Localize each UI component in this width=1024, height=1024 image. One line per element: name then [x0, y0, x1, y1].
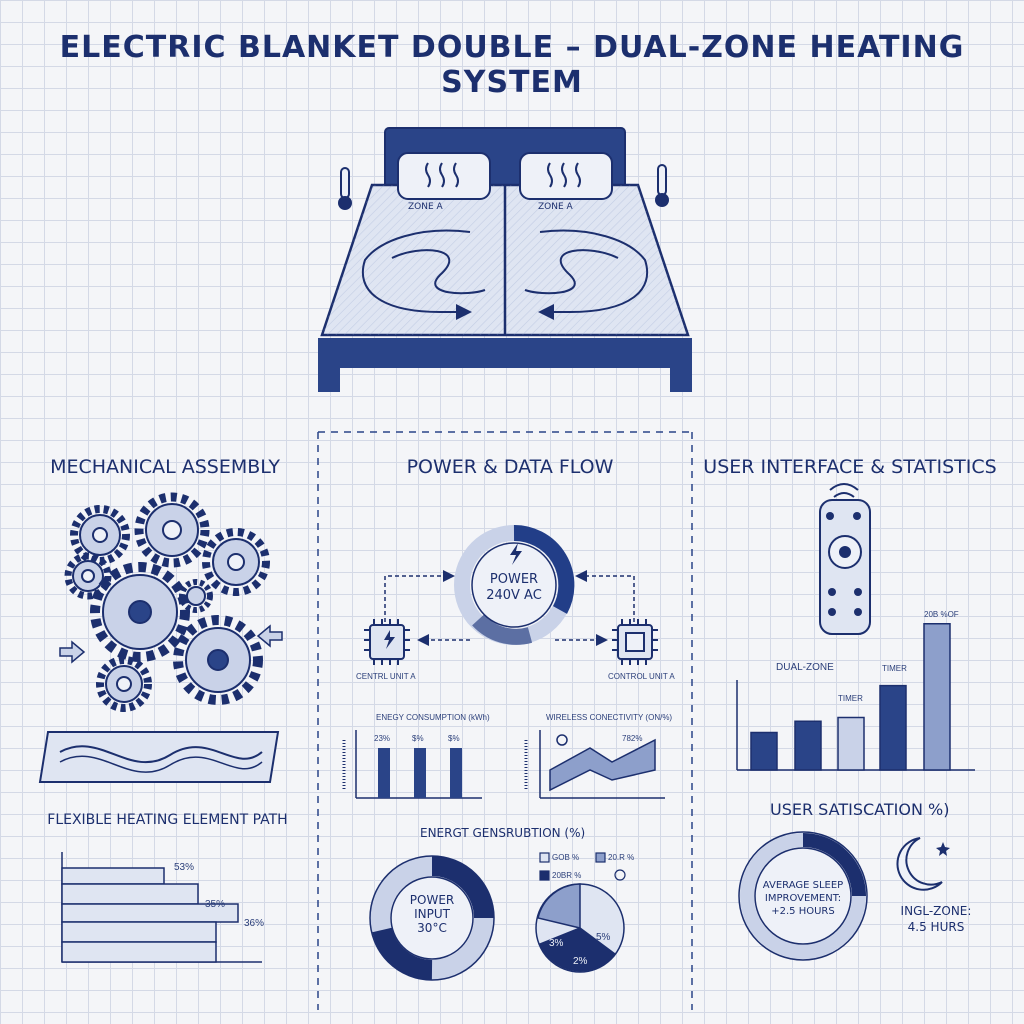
- donut-line2: INPUT: [414, 907, 450, 921]
- satisfaction-ring: [738, 831, 868, 961]
- single-zone-line2: 4.5 HURS: [907, 920, 965, 934]
- power-input-donut: [369, 855, 495, 981]
- chip-icons: [364, 619, 658, 665]
- control-unit-right-label: CONTROL UNIT A: [608, 672, 675, 681]
- page-title: ELECTRIC BLANKET DOUBLE – DUAL-ZONE HEAT…: [59, 30, 965, 100]
- wireless-chart: [524, 730, 665, 799]
- donut-line1: POWER: [409, 893, 455, 907]
- mechanical-bar-1: [61, 867, 165, 885]
- energy-bar-2: [414, 748, 426, 798]
- mechanical-bar-label-3: 36%: [244, 918, 265, 929]
- wireless-value: 782%: [622, 734, 643, 743]
- sleep-ring-line3: +2.5 HOURS: [771, 906, 835, 917]
- energy-bar-label-3: $%: [448, 734, 460, 743]
- mechanical-bar-2: [61, 883, 199, 905]
- mechanical-bar-label-1: 53%: [174, 862, 195, 873]
- bed-illustration: [318, 127, 692, 392]
- power-ring-line2: 240V AC: [486, 588, 542, 603]
- power-ring: [454, 524, 575, 645]
- energy-consumption-chart: [342, 730, 482, 799]
- pie-label-2: 2%: [573, 956, 588, 967]
- heating-element-illustration: [38, 731, 280, 783]
- energy-bar-label-2: $%: [412, 734, 424, 743]
- gear-cluster: [64, 492, 270, 712]
- pie-label-3: 5%: [596, 932, 611, 943]
- mechanical-bar-chart: [61, 852, 262, 963]
- ui-bar-label-2: DUAL-ZONE: [776, 662, 834, 673]
- ui-bar-label-1: 20B %OF: [924, 610, 959, 619]
- generation-pie: [535, 883, 625, 973]
- ui-bar-3: [837, 716, 865, 771]
- ui-bar-label-4: TIMER: [838, 694, 863, 703]
- sleep-ring-line1: AVERAGE SLEEP: [762, 880, 844, 891]
- ui-bar-1: [750, 731, 778, 771]
- legend-item-3: 20BR %: [552, 871, 582, 880]
- satisfaction-title: USER SATISCATION %): [770, 800, 950, 819]
- energy-bar-1: [378, 748, 390, 798]
- zone-left-label: ZONE A: [408, 202, 443, 212]
- sleep-ring-line2: IMPROVEMENT:: [764, 893, 842, 904]
- zone-right-label: ZONE A: [538, 202, 573, 212]
- ui-bar-chart: [736, 623, 975, 771]
- ui-bar-4: [879, 684, 907, 771]
- mechanical-bar-5: [61, 941, 217, 963]
- moon-icon: [896, 837, 950, 891]
- ui-bar-5: [923, 623, 951, 771]
- control-unit-left-label: CENTRL UNIT A: [356, 672, 416, 681]
- power-flow-arrows: [384, 570, 635, 646]
- remote-control-icon: [819, 483, 871, 635]
- arrow-icons: [59, 624, 283, 664]
- energy-chart-title: ENEGY CONSUMPTION (kWh): [376, 713, 490, 722]
- mechanical-bar-4: [61, 921, 217, 943]
- legend-item-1: GOB %: [552, 853, 580, 862]
- ui-bar-2: [794, 720, 822, 771]
- pie-label-1: 3%: [549, 938, 564, 949]
- donut-line3: 30°C: [417, 921, 447, 935]
- heating-path-label: FLEXIBLE HEATING ELEMENT PATH: [47, 812, 288, 828]
- mechanical-heading: MECHANICAL ASSEMBLY: [50, 456, 280, 478]
- legend-item-2: 20.R %: [608, 853, 635, 862]
- ui-bar-label-3: TIMER: [882, 664, 907, 673]
- power-ring-line1: POWER: [489, 572, 539, 587]
- generation-title: ENERGT GENSRUBTION (%): [420, 826, 586, 840]
- single-zone-line1: INGL-ZONE:: [900, 904, 972, 918]
- mechanical-bar-label-2: 35%: [205, 899, 226, 910]
- generation-legend: [539, 852, 626, 881]
- power-heading: POWER & DATA FLOW: [406, 456, 614, 478]
- ui-heading: USER INTERFACE & STATISTICS: [703, 456, 997, 478]
- section-dividers: [317, 431, 693, 1010]
- wireless-chart-title: WIRELESS CONECTIVITY (ON/%): [546, 713, 673, 722]
- energy-bar-3: [450, 748, 462, 798]
- energy-bar-label-1: 23%: [374, 734, 391, 743]
